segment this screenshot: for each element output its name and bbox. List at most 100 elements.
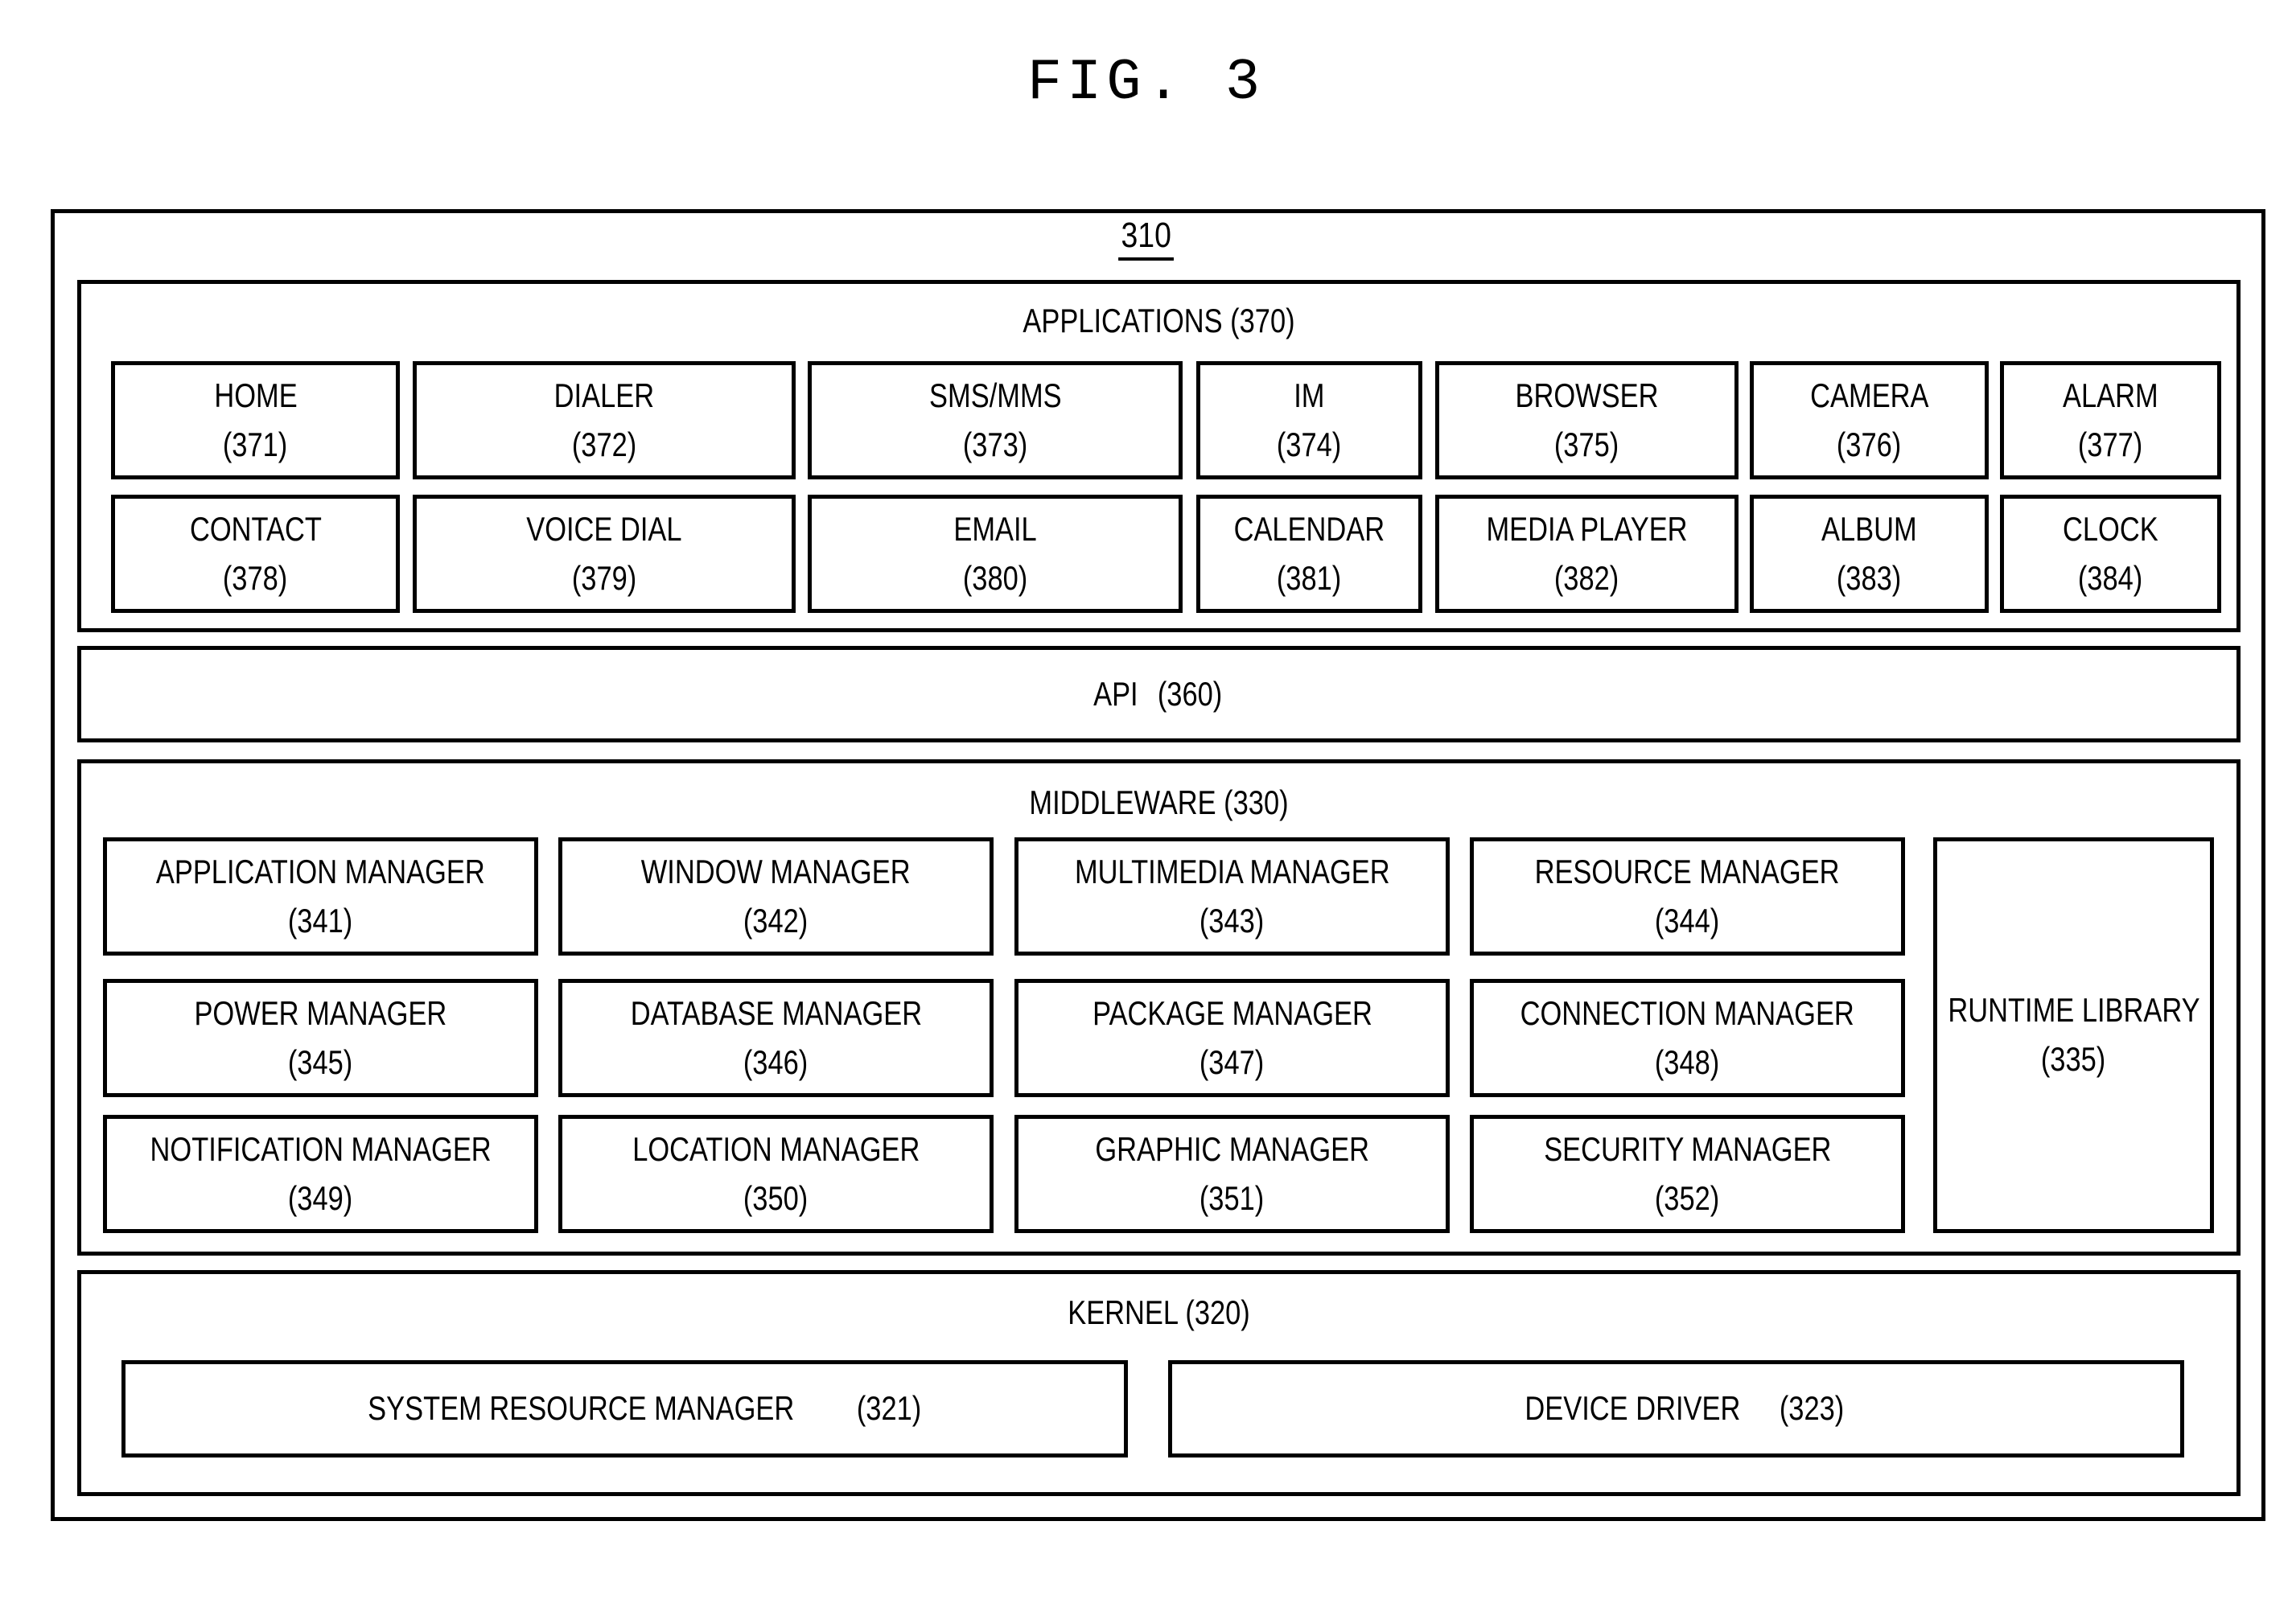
mw-code: (344) [1655, 897, 1719, 946]
kernel-label: KERNEL [1068, 1293, 1178, 1331]
mw-name: NOTIFICATION MANAGER [150, 1125, 491, 1174]
mw-code: (349) [288, 1174, 352, 1223]
app-code: (371) [223, 421, 287, 470]
mw-name: WINDOW MANAGER [641, 848, 911, 897]
app-name: EMAIL [953, 505, 1036, 554]
middleware-label: MIDDLEWARE [1029, 783, 1216, 821]
app-name: ALARM [2063, 372, 2158, 421]
mw-name: RESOURCE MANAGER [1535, 848, 1840, 897]
mw-graphic-manager: GRAPHIC MANAGER (351) [1014, 1115, 1450, 1233]
app-calendar: CALENDAR (381) [1196, 495, 1422, 613]
kernel-item-name: DEVICE DRIVER [1525, 1384, 1740, 1433]
reference-310: 310 [0, 216, 2292, 261]
reference-310-label: 310 [1118, 216, 1174, 261]
mw-code: (343) [1199, 897, 1264, 946]
mw-database-manager: DATABASE MANAGER (346) [558, 979, 994, 1097]
runtime-name: RUNTIME LIBRARY [1948, 986, 2199, 1035]
mw-name: PACKAGE MANAGER [1093, 989, 1372, 1038]
app-name: CONTACT [190, 505, 322, 554]
app-voice-dial: VOICE DIAL (379) [413, 495, 796, 613]
app-email: EMAIL (380) [808, 495, 1183, 613]
kernel-item-code: (321) [857, 1384, 921, 1433]
app-home: HOME (371) [111, 361, 400, 479]
mw-power-manager: POWER MANAGER (345) [103, 979, 538, 1097]
app-code: (382) [1554, 554, 1619, 603]
app-code: (383) [1837, 554, 1901, 603]
mw-name: MULTIMEDIA MANAGER [1075, 848, 1390, 897]
app-contact: CONTACT (378) [111, 495, 400, 613]
app-code: (377) [2078, 421, 2142, 470]
kernel-item-name: SYSTEM RESOURCE MANAGER [368, 1384, 794, 1433]
app-name: BROWSER [1516, 372, 1659, 421]
mw-name: GRAPHIC MANAGER [1095, 1125, 1369, 1174]
app-media-player: MEDIA PLAYER (382) [1435, 495, 1739, 613]
app-name: DIALER [554, 372, 654, 421]
app-code: (380) [963, 554, 1027, 603]
app-code: (379) [572, 554, 636, 603]
app-code: (376) [1837, 421, 1901, 470]
app-clock: CLOCK (384) [2000, 495, 2221, 613]
app-code: (372) [572, 421, 636, 470]
app-code: (378) [223, 554, 287, 603]
app-code: (374) [1277, 421, 1341, 470]
mw-name: SECURITY MANAGER [1544, 1125, 1831, 1174]
app-name: CAMERA [1810, 372, 1928, 421]
app-camera: CAMERA (376) [1750, 361, 1989, 479]
mw-code: (350) [743, 1174, 808, 1223]
mw-location-manager: LOCATION MANAGER (350) [558, 1115, 994, 1233]
mw-runtime-library: RUNTIME LIBRARY (335) [1933, 837, 2214, 1233]
kernel-system-resource-manager: SYSTEM RESOURCE MANAGER (321) [121, 1360, 1128, 1457]
mw-notification-manager: NOTIFICATION MANAGER (349) [103, 1115, 538, 1233]
app-code: (381) [1277, 554, 1341, 603]
mw-connection-manager: CONNECTION MANAGER (348) [1470, 979, 1905, 1097]
app-album: ALBUM (383) [1750, 495, 1989, 613]
mw-resource-manager: RESOURCE MANAGER (344) [1470, 837, 1905, 956]
kernel-device-driver: DEVICE DRIVER (323) [1168, 1360, 2184, 1457]
mw-name: CONNECTION MANAGER [1520, 989, 1854, 1038]
mw-code: (342) [743, 897, 808, 946]
mw-code: (346) [743, 1038, 808, 1087]
app-browser: BROWSER (375) [1435, 361, 1739, 479]
mw-package-manager: PACKAGE MANAGER (347) [1014, 979, 1450, 1097]
kernel-layer-title: KERNEL (320) [275, 1293, 2043, 1332]
mw-code: (352) [1655, 1174, 1719, 1223]
middleware-code: (330) [1224, 783, 1288, 821]
runtime-code: (335) [2041, 1035, 2105, 1084]
app-im: IM (374) [1196, 361, 1422, 479]
mw-name: DATABASE MANAGER [630, 989, 921, 1038]
mw-code: (348) [1655, 1038, 1719, 1087]
mw-name: LOCATION MANAGER [632, 1125, 920, 1174]
app-name: CLOCK [2063, 505, 2158, 554]
mw-name: APPLICATION MANAGER [156, 848, 485, 897]
app-dialer: DIALER (372) [413, 361, 796, 479]
mw-code: (347) [1199, 1038, 1264, 1087]
mw-code: (345) [288, 1038, 352, 1087]
mw-code: (341) [288, 897, 352, 946]
mw-application-manager: APPLICATION MANAGER (341) [103, 837, 538, 956]
mw-multimedia-manager: MULTIMEDIA MANAGER (343) [1014, 837, 1450, 956]
mw-window-manager: WINDOW MANAGER (342) [558, 837, 994, 956]
app-code: (375) [1554, 421, 1619, 470]
api-code: (360) [1158, 670, 1222, 719]
api-label: API [1093, 670, 1138, 719]
app-code: (384) [2078, 554, 2142, 603]
api-layer: API (360) [77, 646, 2241, 742]
applications-layer-title: APPLICATIONS (370) [275, 302, 2043, 340]
app-name: IM [1294, 372, 1324, 421]
middleware-layer-title: MIDDLEWARE (330) [275, 783, 2043, 822]
kernel-item-code: (323) [1780, 1384, 1844, 1433]
app-name: ALBUM [1821, 505, 1917, 554]
mw-security-manager: SECURITY MANAGER (352) [1470, 1115, 1905, 1233]
app-name: SMS/MMS [929, 372, 1062, 421]
applications-code: (370) [1230, 302, 1294, 339]
app-alarm: ALARM (377) [2000, 361, 2221, 479]
app-name: HOME [214, 372, 297, 421]
mw-code: (351) [1199, 1174, 1264, 1223]
app-code: (373) [963, 421, 1027, 470]
mw-name: POWER MANAGER [195, 989, 447, 1038]
kernel-code: (320) [1185, 1293, 1249, 1331]
app-name: CALENDAR [1234, 505, 1385, 554]
applications-label: APPLICATIONS [1023, 302, 1222, 339]
app-name: MEDIA PLAYER [1486, 505, 1687, 554]
figure-title: FIG. 3 [0, 50, 2292, 116]
